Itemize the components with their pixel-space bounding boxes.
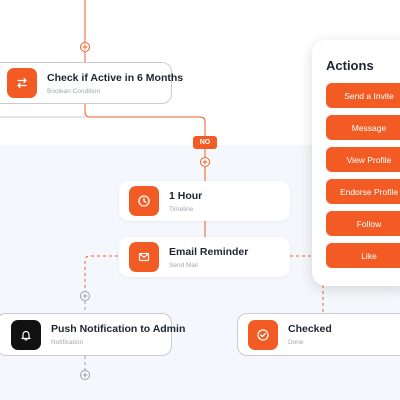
clock-icon (129, 186, 159, 216)
node-push-notification[interactable]: Push Notification to Admin Notification (0, 313, 185, 356)
add-step-button[interactable] (80, 291, 90, 301)
node-subtitle: Boolean Condition (47, 87, 101, 95)
add-step-button[interactable] (200, 157, 210, 167)
node-subtitle: Done (288, 339, 304, 346)
action-send-invite-button[interactable]: Send a Invite (326, 83, 400, 108)
mail-icon (129, 242, 159, 272)
action-like-button[interactable]: Like (326, 243, 400, 268)
node-text: Email Reminder Send Mail (169, 246, 248, 269)
node-text: 1 Hour Timeline (169, 190, 202, 213)
node-title: Email Reminder (169, 245, 249, 258)
node-title: 1 Hour (169, 189, 203, 202)
bell-icon (11, 319, 41, 350)
action-view-profile-button[interactable]: View Profile (326, 147, 400, 172)
plus-icon (82, 293, 88, 299)
action-message-button[interactable]: Message (326, 115, 400, 140)
swap-icon (7, 68, 37, 98)
node-subtitle: Send Mail (169, 261, 198, 269)
node-text: Checked Done (288, 323, 332, 346)
node-subtitle: Timeline (169, 205, 194, 213)
node-timer[interactable]: 1 Hour Timeline (119, 181, 290, 221)
action-endorse-profile-button[interactable]: Endorse Profile (326, 179, 400, 204)
node-subtitle: Notification (51, 339, 84, 346)
node-check-active[interactable]: Check if Active in 6 Months Boolean Cond… (0, 62, 183, 104)
add-step-button[interactable] (80, 42, 90, 52)
node-checked[interactable]: Checked Done (237, 313, 400, 356)
node-title: Check if Active in 6 Months (47, 71, 184, 84)
node-text: Push Notification to Admin Notification (51, 323, 185, 346)
node-title: Push Notification to Admin (51, 323, 186, 335)
check-circle-icon (248, 319, 278, 350)
branch-label-no[interactable]: NO (193, 136, 217, 149)
node-email-reminder[interactable]: Email Reminder Send Mail (119, 237, 290, 277)
plus-icon (82, 372, 88, 378)
plus-icon (82, 44, 88, 50)
node-title: Checked (288, 323, 332, 335)
actions-title: Actions (326, 58, 374, 73)
plus-icon (202, 159, 208, 165)
node-text: Check if Active in 6 Months Boolean Cond… (47, 72, 183, 95)
action-follow-button[interactable]: Follow (326, 211, 400, 236)
actions-panel: Actions Send a Invite Message View Profi… (312, 40, 400, 286)
add-step-button[interactable] (80, 370, 90, 380)
